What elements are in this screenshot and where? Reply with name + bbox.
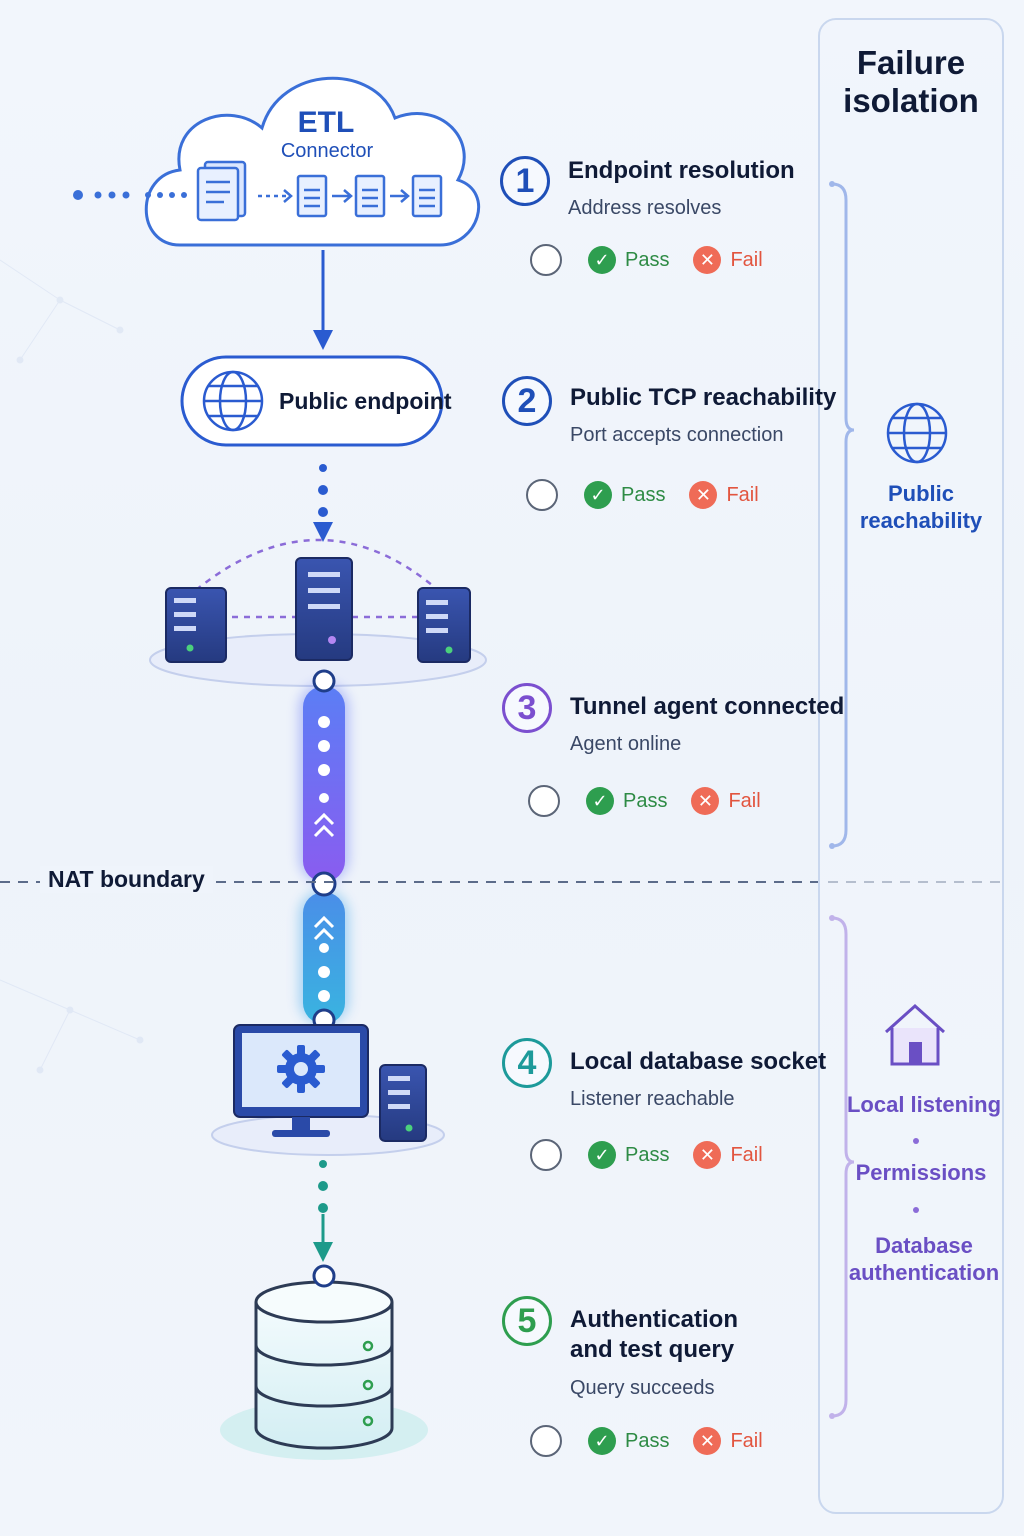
server-right-icon [417, 587, 471, 663]
connector-title: ETL [297, 106, 355, 139]
group-local-listening: Local listening [846, 1092, 1002, 1117]
step-1-options: ✓ Pass ✕ Fail [530, 240, 763, 280]
group-database-authentication: Database authentication [846, 1232, 1002, 1286]
endpoint-label: Public endpoint [279, 388, 452, 414]
step-1-pass-label[interactable]: Pass [625, 248, 670, 271]
step-3-subtitle: Agent online [570, 733, 682, 755]
step-4-options: ✓ Pass ✕ Fail [530, 1135, 763, 1175]
step-1-number: 1 [500, 156, 550, 206]
step-2-title: Public TCP reachability [570, 384, 837, 411]
step-5-title-line1: Authentication [570, 1306, 738, 1333]
group-public-reachability: Public reachability [846, 480, 996, 534]
failure-isolation-panel [818, 18, 1004, 1514]
db-node [312, 1264, 336, 1288]
step-4-pass-label[interactable]: Pass [625, 1143, 670, 1166]
step-3-number: 3 [502, 683, 552, 733]
group1-line1: Public [887, 481, 954, 506]
globe-icon [886, 402, 948, 464]
step-3-fail-label[interactable]: Fail [728, 789, 761, 812]
pass-check-icon[interactable]: ✓ [584, 481, 612, 509]
database-leds [362, 1340, 374, 1427]
tunnel-dots [318, 716, 330, 1002]
fail-x-icon[interactable]: ✕ [689, 481, 718, 509]
step-3-options: ✓ Pass ✕ Fail [528, 781, 761, 821]
document-icons [196, 160, 443, 222]
step-4-fail-label[interactable]: Fail [730, 1143, 763, 1166]
arrow-to-endpoint [313, 250, 333, 350]
fail-x-icon[interactable]: ✕ [693, 1427, 722, 1455]
step-2-options: ✓ Pass ✕ Fail [526, 475, 759, 515]
step-5-title-line2: and test query [570, 1336, 735, 1363]
step-1-fail-label[interactable]: Fail [730, 248, 763, 271]
panel-title-line1: Failure [856, 44, 966, 81]
step-1-radio[interactable] [530, 244, 562, 276]
step-4-number: 4 [502, 1038, 552, 1088]
gear-icon [277, 1045, 325, 1093]
input-dots [73, 190, 187, 200]
pass-check-icon[interactable]: ✓ [588, 1141, 616, 1169]
server-center-icon [295, 557, 353, 661]
tunnel-chevrons [313, 812, 335, 941]
local-server-icon [379, 1064, 427, 1142]
nat-boundary-label: NAT boundary [40, 866, 213, 893]
group2-db-line1: Database [875, 1233, 973, 1258]
step-5-radio[interactable] [530, 1425, 562, 1457]
separator-dot [913, 1207, 919, 1213]
step-2-fail-label[interactable]: Fail [726, 483, 759, 506]
pass-check-icon[interactable]: ✓ [588, 1427, 616, 1455]
database-icon [254, 1280, 394, 1450]
step-1-title: Endpoint resolution [568, 157, 795, 184]
step-2-pass-label[interactable]: Pass [621, 483, 666, 506]
pass-check-icon[interactable]: ✓ [588, 246, 616, 274]
globe-icon [202, 370, 264, 432]
connector-subtitle: Connector [280, 140, 374, 162]
step-5-number: 5 [502, 1296, 552, 1346]
server-arc [195, 538, 439, 591]
separator-dot [913, 1138, 919, 1144]
endpoint-pill [180, 355, 444, 447]
step-3-title: Tunnel agent connected [570, 693, 845, 720]
step-2-radio[interactable] [526, 479, 558, 511]
step-1-subtitle: Address resolves [568, 197, 722, 219]
arrow-to-database [313, 1160, 333, 1262]
group2-db-line2: authentication [848, 1260, 1000, 1285]
panel-title: Failure isolation [818, 44, 1004, 120]
step-3-radio[interactable] [528, 785, 560, 817]
fail-x-icon[interactable]: ✕ [691, 787, 720, 815]
tunnel-upper [303, 686, 345, 882]
step-5-subtitle: Query succeeds [570, 1377, 715, 1399]
fail-x-icon[interactable]: ✕ [693, 1141, 722, 1169]
pass-check-icon[interactable]: ✓ [586, 787, 614, 815]
step-4-title: Local database socket [570, 1048, 827, 1075]
step-2-number: 2 [502, 376, 552, 426]
step-4-subtitle: Listener reachable [570, 1088, 735, 1110]
fail-x-icon[interactable]: ✕ [693, 246, 722, 274]
step-5-fail-label[interactable]: Fail [730, 1429, 763, 1452]
step-5-pass-label[interactable]: Pass [625, 1429, 670, 1452]
group1-line2: reachability [859, 508, 983, 533]
server-left-icon [165, 587, 227, 663]
step-3-pass-label[interactable]: Pass [623, 789, 668, 812]
step-5-options: ✓ Pass ✕ Fail [530, 1421, 763, 1461]
step-2-subtitle: Port accepts connection [570, 424, 784, 446]
arrow-to-servers [313, 464, 333, 542]
group-permissions: Permissions [855, 1160, 987, 1185]
panel-title-line2: isolation [843, 82, 979, 119]
step-4-radio[interactable] [530, 1139, 562, 1171]
tunnel-lower [303, 892, 345, 1024]
house-icon [884, 1003, 946, 1066]
background-network [0, 259, 144, 1074]
flow-arrows [258, 189, 410, 203]
